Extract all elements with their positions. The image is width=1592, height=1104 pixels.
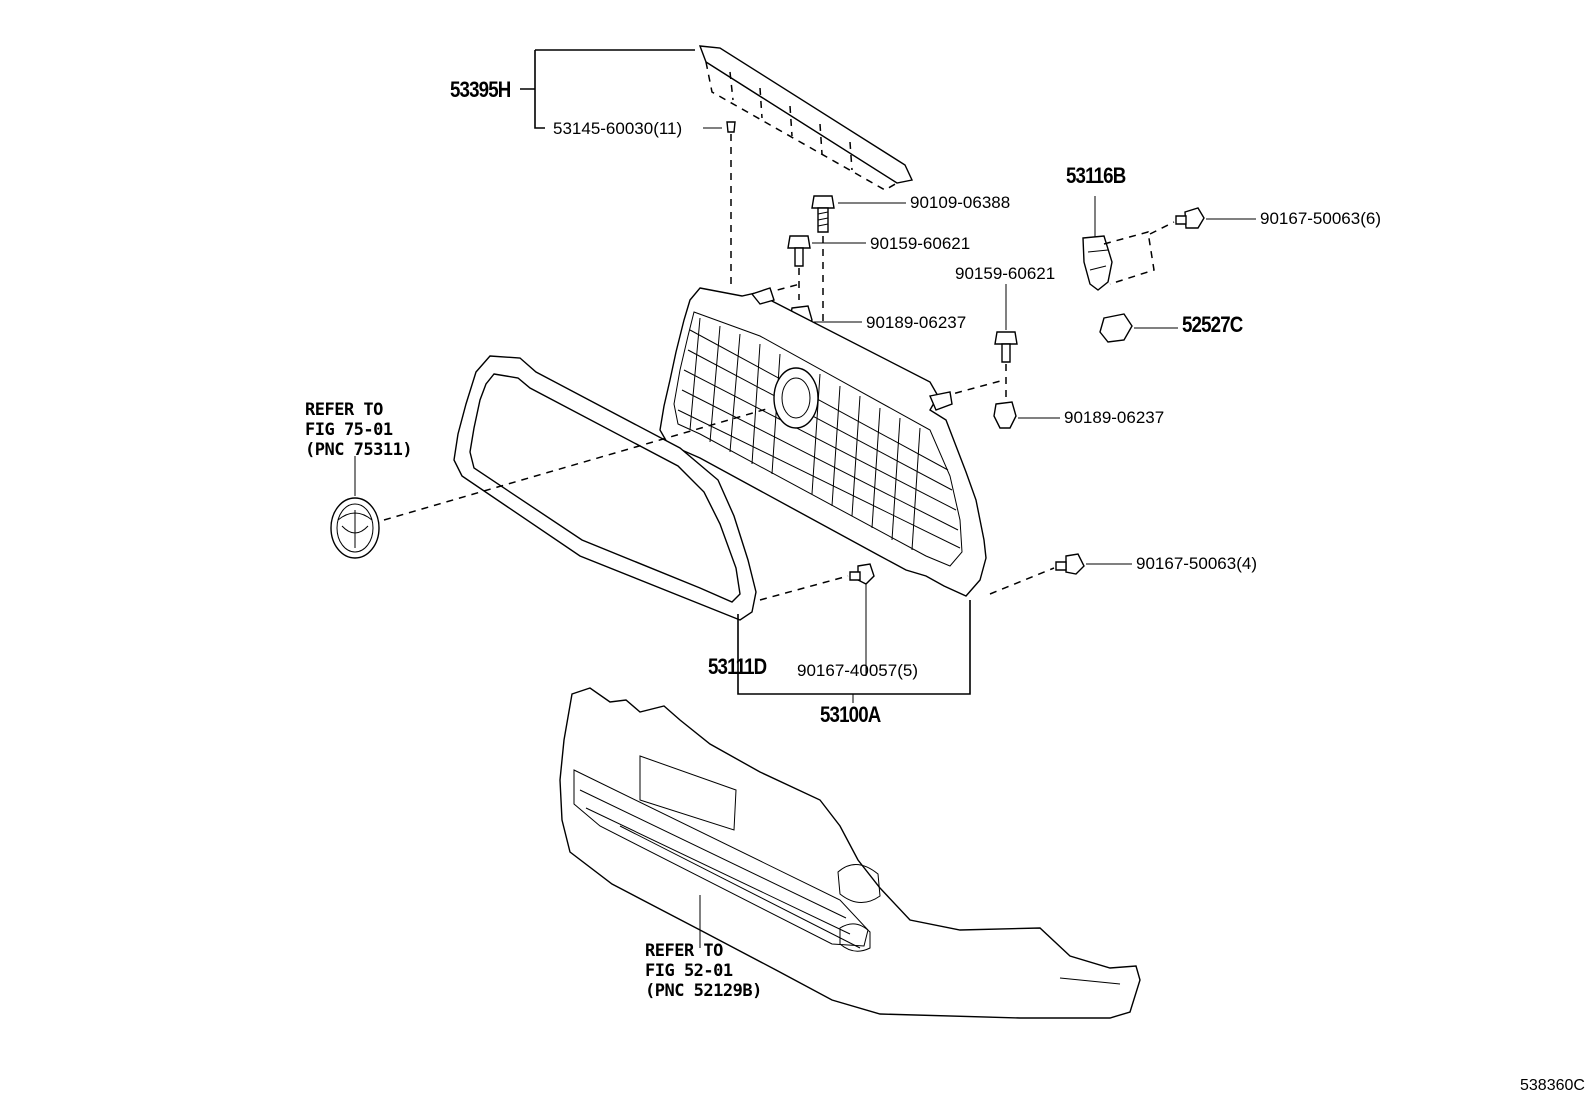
refer-bumper-line2: FIG 52-01 [645, 961, 733, 981]
label-53395h: 53395H [450, 77, 511, 102]
image-code: 538360C [1520, 1077, 1585, 1094]
refer-bumper-line3: (PNC 52129B) [645, 981, 762, 1001]
label-90167-50063-4: 90167-50063(4) [1136, 554, 1257, 573]
upper-molding-clip-part [726, 121, 736, 290]
label-90189-06237-b: 90189-06237 [1064, 408, 1165, 427]
nut-90189-b-part [993, 401, 1060, 429]
grille-frame-part [453, 355, 757, 621]
bolt-90159-b-part [994, 284, 1018, 400]
refer-emblem-line2: FIG 75-01 [305, 420, 393, 440]
label-53145-60030: 53145-60030(11) [553, 119, 683, 138]
label-90109-06388: 90109-06388 [910, 193, 1011, 212]
label-90159-60621-b: 90159-60621 [955, 264, 1056, 283]
label-52527c: 52527C [1182, 312, 1243, 337]
label-90159-60621-a: 90159-60621 [870, 234, 971, 253]
label-53111d: 53111D [708, 654, 767, 679]
upper-molding-part [698, 45, 914, 191]
label-90189-06237-a: 90189-06237 [866, 313, 967, 332]
clip-right-part [989, 553, 1132, 595]
refer-emblem-note: REFER TO FIG 75-01 (PNC 75311) [305, 400, 413, 460]
emblem-part [330, 407, 771, 559]
label-90167-50063-6: 90167-50063(6) [1260, 209, 1381, 228]
refer-bumper-note: REFER TO FIG 52-01 (PNC 52129B) [645, 941, 762, 1001]
label-90167-40057: 90167-40057(5) [797, 661, 918, 680]
label-53116b: 53116B [1066, 163, 1126, 188]
label-53100a: 53100A [820, 702, 881, 727]
bumper-part [559, 687, 1141, 1019]
refer-bumper-line1: REFER TO [645, 941, 723, 961]
bolt-90109-part [811, 195, 906, 350]
clip-52527c-part [1099, 313, 1178, 343]
grille-clip-part [759, 563, 875, 676]
bolt-90159-a-part [787, 235, 866, 300]
refer-emblem-line1: REFER TO [305, 400, 383, 420]
refer-emblem-line3: (PNC 75311) [305, 440, 413, 460]
grille-part [659, 287, 987, 597]
bracket-53116b-part [1082, 196, 1256, 291]
